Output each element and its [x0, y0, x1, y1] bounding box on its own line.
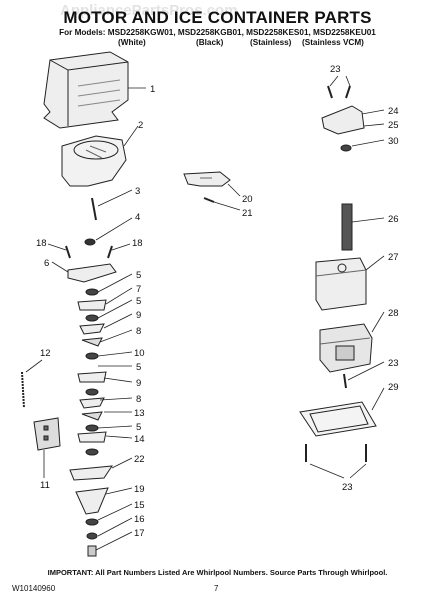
page-title: MOTOR AND ICE CONTAINER PARTS [63, 8, 372, 27]
callout-9a: 9 [136, 310, 141, 321]
callout-8a: 8 [136, 326, 141, 337]
finish-black: (Black) [196, 38, 224, 47]
finish-white: (White) [118, 38, 146, 47]
callout-28: 28 [388, 308, 399, 319]
callout-25: 25 [388, 120, 399, 131]
callout-15: 15 [134, 500, 145, 511]
finish-stainless-vcm: (Stainless VCM) [302, 38, 364, 47]
callout-12: 12 [40, 348, 51, 359]
auger-housing-drawing [61, 135, 127, 187]
callout-8b: 8 [136, 394, 141, 405]
callout-2: 2 [138, 120, 143, 131]
bracket-drawing [67, 263, 117, 283]
callout-7: 7 [136, 284, 141, 295]
callout-30: 30 [388, 136, 399, 147]
ice-container-drawing [43, 51, 129, 129]
callout-6: 6 [44, 258, 49, 269]
screws-23-top-drawing [327, 85, 351, 99]
callout-20: 20 [242, 194, 253, 205]
callout-14: 14 [134, 434, 145, 445]
shaft-26-drawing [341, 203, 353, 251]
screw-12-drawing [21, 371, 25, 409]
callout-27: 27 [388, 252, 399, 263]
callout-5c: 5 [136, 362, 141, 373]
callout-19: 19 [134, 484, 145, 495]
callout-4: 4 [135, 212, 140, 223]
document-number: W10140960 [12, 584, 56, 593]
gasket-29-drawing [299, 401, 377, 437]
watermark: AppliancePartsPros.com [60, 2, 238, 19]
callout-24: 24 [388, 106, 399, 117]
screw-right-drawing [107, 245, 113, 259]
clip-20-drawing [183, 171, 231, 187]
callout-11: 11 [40, 480, 50, 491]
auger-stack-drawing [69, 288, 113, 557]
callout-5b: 5 [136, 296, 141, 307]
callout-18-right: 18 [132, 238, 143, 249]
callout-17: 17 [134, 528, 145, 539]
finish-stainless: (Stainless) [250, 38, 292, 47]
page-number: 7 [214, 584, 219, 593]
screw-21-drawing [203, 197, 215, 203]
callout-23-top: 23 [330, 64, 341, 75]
motor-drawing [319, 323, 373, 373]
callout-21: 21 [242, 208, 253, 219]
callout-10: 10 [134, 348, 145, 359]
callout-18-left: 18 [36, 238, 47, 249]
models-line: For Models: MSD2258KGW01, MSD2258KGB01, … [59, 28, 376, 37]
screw-left-drawing [65, 245, 71, 259]
leader-lines [25, 75, 385, 551]
callout-5a: 5 [136, 270, 141, 281]
screws-23-bottom-drawing [305, 444, 367, 462]
callout-29: 29 [388, 382, 399, 393]
mount-plate-drawing [321, 105, 365, 135]
callout-1: 1 [150, 84, 155, 95]
callout-9b: 9 [136, 378, 141, 389]
washer-drawing [84, 238, 96, 246]
callout-3: 3 [135, 186, 140, 197]
callout-26: 26 [388, 214, 399, 225]
callout-23-mid: 23 [388, 358, 399, 369]
callout-23-bottom: 23 [342, 482, 353, 493]
callout-13: 13 [134, 408, 145, 419]
block-11-drawing [33, 417, 61, 451]
screw-23-mid-drawing [343, 373, 347, 389]
callout-labels: 1 2 3 4 18 18 6 5 7 5 9 8 10 5 9 8 13 5 … [36, 64, 399, 539]
rod-drawing [91, 197, 97, 221]
callout-16: 16 [134, 514, 145, 525]
motor-cover-drawing [315, 257, 367, 311]
washer-30-drawing [340, 144, 352, 152]
footer-note: IMPORTANT: All Part Numbers Listed Are W… [47, 568, 388, 577]
callout-22: 22 [134, 454, 145, 465]
callout-5d: 5 [136, 422, 141, 433]
